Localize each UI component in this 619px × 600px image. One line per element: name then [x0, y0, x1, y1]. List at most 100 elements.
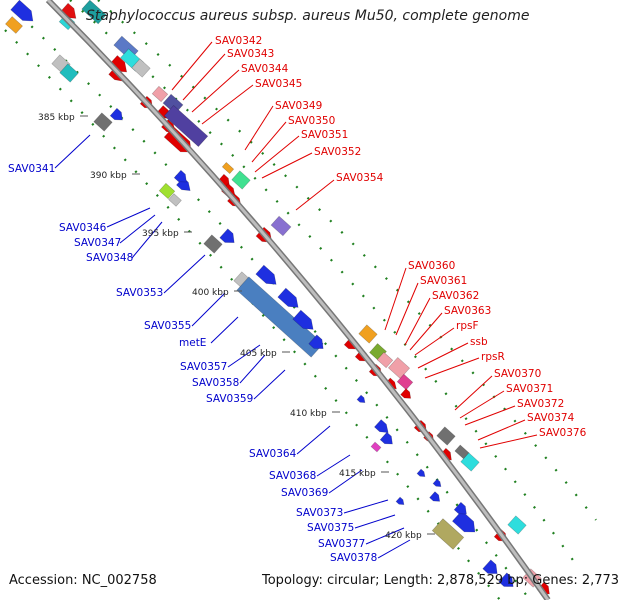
gene-feature-shape: [81, 0, 107, 25]
gene-feature: [308, 334, 324, 349]
gene-feature: [400, 388, 412, 399]
gene-feature: [416, 468, 426, 478]
right-gene-label: SAV0374: [527, 412, 575, 424]
gene-feature: [5, 16, 23, 34]
leader-line: [479, 434, 538, 449]
leader-line: [404, 297, 431, 346]
gene-feature-shape: [93, 112, 113, 132]
right-gene-label: SAV0352: [314, 146, 361, 158]
gene-feature: [81, 0, 107, 25]
gene-feature-shape: [436, 426, 456, 446]
leader-line: [459, 390, 505, 419]
right-gene-label: SAV0362: [432, 290, 479, 302]
gene-feature-shape: [158, 182, 176, 200]
gene-feature-shape: [374, 419, 389, 434]
right-gene-label: SAV0342: [215, 35, 262, 47]
leader-line: [163, 254, 206, 294]
inner-track-ticks-1: [4, 29, 501, 600]
left-gene-label: SAV0377: [318, 538, 365, 550]
right-gene-label: SAV0344: [241, 63, 289, 75]
left-gene-label: SAV0355: [144, 320, 191, 332]
leader-line: [54, 134, 91, 169]
leader-line: [201, 84, 254, 125]
gene-feature: [93, 112, 113, 132]
accession-text: Accession: NC_002758: [9, 573, 157, 588]
gene-feature: [436, 426, 456, 446]
gene-feature-shape: [376, 351, 394, 369]
leader-line: [244, 105, 274, 151]
left-gene-label: SAV0369: [281, 487, 328, 499]
right-gene-label: SAV0370: [494, 368, 541, 380]
right-gene-label: rpsR: [481, 351, 505, 363]
gene-feature: [270, 215, 292, 237]
left-gene-label: SAV0348: [86, 252, 133, 264]
gene-feature-shape: [356, 394, 366, 404]
right-gene-label: SAV0351: [301, 129, 348, 141]
gene-feature: [163, 104, 209, 148]
left-gene-label: SAV0347: [74, 237, 121, 249]
gene-feature: [158, 182, 176, 200]
gene-feature-shape: [109, 107, 123, 121]
gene-feature-shape: [358, 324, 378, 344]
gene-feature: [219, 228, 235, 243]
leader-line: [254, 135, 300, 173]
left-gene-label: SAV0358: [192, 377, 239, 389]
right-gene-label: SAV0372: [517, 398, 564, 410]
leader-line: [343, 499, 389, 514]
gene-feature: [203, 234, 223, 254]
leader-line: [191, 69, 240, 113]
leader-line: [365, 527, 405, 545]
gene-feature-shape: [176, 177, 191, 192]
leader-line: [384, 267, 407, 331]
gene-feature-shape: [203, 234, 223, 254]
gene-feature-shape: [429, 491, 441, 502]
gene-feature-shape: [400, 388, 412, 399]
right-gene-label: SAV0343: [227, 48, 274, 60]
right-gene-label: SAV0361: [420, 275, 467, 287]
gene-feature: [59, 63, 79, 83]
right-gene-label: SAV0354: [336, 172, 384, 184]
gene-feature-shape: [416, 468, 426, 478]
gene-feature-shape: [131, 58, 151, 78]
genome-title: Staphylococcus aureus subsp. aureus Mu50…: [86, 8, 530, 24]
gene-feature-shape: [255, 264, 277, 285]
gene-feature-shape: [308, 334, 324, 349]
leader-line: [251, 121, 287, 163]
right-gene-label: rpsF: [456, 320, 479, 332]
gene-feature: [10, 0, 34, 22]
leader-line: [414, 327, 455, 356]
gene-feature: [231, 170, 251, 190]
gene-feature: [221, 162, 235, 174]
leader-line: [296, 425, 331, 455]
outer-track-ticks-1: [97, 0, 597, 521]
gene-feature-shape: [451, 510, 476, 533]
right-gene-label: SAV0371: [506, 383, 553, 395]
tick-marks: [4, 0, 597, 600]
gene-feature-shape: [270, 215, 292, 237]
leader-line: [316, 454, 351, 477]
gene-feature-shape: [292, 309, 314, 330]
leader-line: [106, 207, 151, 228]
gene-feature: [498, 572, 514, 587]
left-gene-label: SAV0359: [206, 393, 253, 405]
gene-feature-shape: [163, 104, 209, 148]
kbp-label: 410 kbp: [290, 409, 327, 419]
left-gene-label: SAV0368: [269, 470, 316, 482]
gene-feature: [370, 441, 382, 453]
gene-feature: [453, 501, 467, 515]
gene-feature: [356, 394, 366, 404]
right-gene-label: SAV0376: [539, 427, 587, 439]
label-leader-lines: [54, 41, 538, 559]
leader-line: [454, 375, 493, 411]
gene-feature: [432, 478, 442, 488]
gene-feature: [429, 491, 441, 502]
gene-feature: [379, 431, 393, 445]
genome-map: SAV0342SAV0343SAV0344SAV0345SAV0349SAV03…: [4, 0, 597, 600]
gene-feature: [131, 58, 151, 78]
right-gene-label: SAV0345: [255, 78, 302, 90]
left-gene-label: SAV0353: [116, 287, 163, 299]
gene-feature: [176, 177, 191, 192]
leader-line: [417, 342, 469, 369]
leader-line: [171, 41, 213, 91]
gene-labels: SAV0342SAV0343SAV0344SAV0345SAV0349SAV03…: [8, 35, 587, 564]
